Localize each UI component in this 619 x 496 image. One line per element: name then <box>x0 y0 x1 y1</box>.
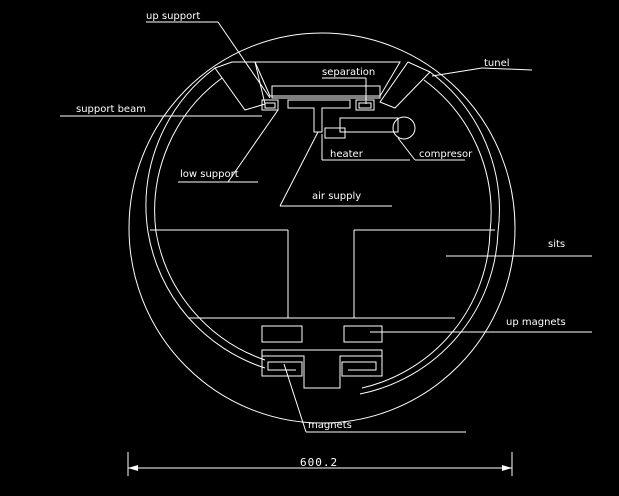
right-support-pad-inner <box>358 102 372 109</box>
tunnel-outer-wall <box>128 32 516 424</box>
label-support-beam: support beam <box>76 104 146 115</box>
label-sits: sits <box>548 239 565 250</box>
leader-air-supply <box>279 131 319 207</box>
label-heater: heater <box>330 149 364 160</box>
magnet-right-bracket <box>341 356 383 377</box>
capsule-inner-ring-right <box>361 79 492 389</box>
leader-compresor <box>397 137 416 161</box>
label-low-support: low support <box>180 169 239 180</box>
leader-tunel <box>431 67 483 77</box>
separation-plate <box>271 85 381 99</box>
capsule-right-notch <box>359 71 500 395</box>
label-air-supply: air supply <box>312 191 361 202</box>
up-magnet-right <box>343 325 383 343</box>
label-up-magnets: up magnets <box>506 317 566 328</box>
magnet-t-rail <box>261 349 383 389</box>
right-support-pad <box>355 99 375 111</box>
label-separation: separation <box>322 67 375 78</box>
dimension-arrow-right <box>502 465 512 471</box>
label-up-support: up support <box>146 11 200 22</box>
heater-unit <box>339 117 399 133</box>
dimension-value: 600.2 <box>300 456 338 469</box>
leader-low-support <box>227 109 279 183</box>
dimension-arrow-left <box>128 465 138 471</box>
capsule-inner-ring-left <box>154 77 266 361</box>
up-magnet-left <box>261 325 303 343</box>
leader-magnets <box>283 363 307 433</box>
leader-tunel-underline <box>481 67 533 71</box>
left-support-pad-inner <box>264 102 276 109</box>
left-support-pad <box>261 99 279 111</box>
capsule-inner-outline <box>214 61 266 111</box>
magnet-left-bracket <box>261 356 303 377</box>
leader-up-support <box>217 21 271 99</box>
compressor-unit <box>392 116 416 140</box>
label-magnets: magnets <box>308 420 352 431</box>
capsule-right-notch-shape <box>379 61 431 109</box>
top-t-beam <box>287 99 351 133</box>
capsule-left-notch <box>145 67 266 369</box>
label-compresor: compresor <box>419 149 473 160</box>
heater-duct <box>324 127 346 139</box>
label-tunel: tunel <box>484 58 510 69</box>
